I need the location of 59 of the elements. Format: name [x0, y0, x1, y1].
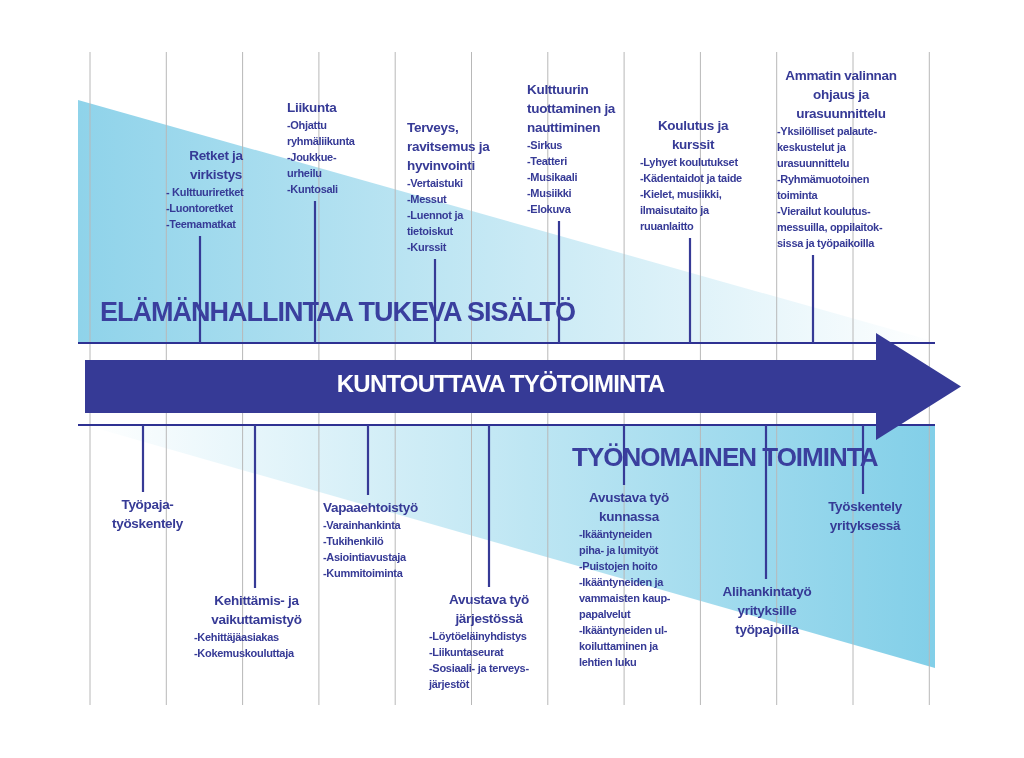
list-item: -Ohjattu ryhmäliikunta — [287, 118, 356, 149]
topic-heading: Ammatin valinnan ohjaus ja urasuunnittelu — [784, 67, 898, 123]
leader-line — [366, 425, 370, 495]
topic-heading: Kehittämis- ja vaikuttamistyö — [210, 592, 303, 629]
list-item: -Kielet, musiikki, ilmaisutaito ja ruuanlaitto — [640, 187, 723, 234]
list-item: -Lyhyet koulutukset — [640, 155, 739, 170]
leader-line — [253, 425, 257, 588]
leader-line — [487, 425, 491, 587]
list-item: -Musiikki — [527, 186, 573, 201]
list-item: -Messut — [407, 192, 448, 207]
list-item: -Ryhmämuotoinen toiminta — [777, 172, 871, 203]
list-item: -Ikääntyneiden ja vammaisten kaup- papalvelut — [579, 575, 672, 622]
leader-line — [141, 425, 145, 492]
topic-heading: Työpaja- työskentely — [111, 496, 184, 533]
topic-heading: Vapaaehtoistyö — [323, 499, 419, 517]
list-item: -Varainhankinta — [323, 518, 402, 533]
leader-line — [557, 221, 561, 343]
list-item: -Sirkus — [527, 138, 564, 153]
arrow-label: KUNTOUTTAVA TYÖTOIMINTA — [335, 370, 666, 398]
list-item: -Asiointiavustaja — [323, 550, 408, 565]
leader-line — [198, 236, 202, 343]
topic-heading: Avustava työ kunnassa — [588, 489, 670, 526]
list-item: -Musikaali — [527, 170, 579, 185]
list-item: -Puistojen hoito — [579, 559, 659, 574]
list-item: -Kurssit — [407, 240, 448, 255]
list-item: -Ikääntyneiden piha- ja lumityöt — [579, 527, 660, 558]
leader-line — [313, 201, 317, 343]
topic-heading: Työskentely yrityksessä — [827, 498, 903, 535]
timeline-arrow — [85, 333, 961, 440]
list-item: -Liikuntaseurat — [429, 645, 505, 660]
list-item: -Kädentaidot ja taide — [640, 171, 743, 186]
list-item: -Elokuva — [527, 202, 572, 217]
list-item: -Joukkue- urheilu — [287, 150, 338, 181]
topic-heading: Kulttuurin tuottaminen ja nauttiminen — [527, 81, 617, 137]
topic-heading: Terveys, ravitsemus ja hyvinvointi — [407, 119, 491, 175]
topic-heading: Avustava työ järjestössä — [448, 591, 530, 628]
topic-heading: Liikunta — [287, 99, 338, 117]
leader-line — [688, 238, 692, 343]
topic-heading: Alihankintatyö yrityksille työpajoilla — [721, 583, 813, 639]
list-item: -Kokemuskouluttaja — [194, 646, 296, 661]
topic-heading: Koulutus ja kurssit — [656, 117, 730, 154]
list-item: -Teatteri — [527, 154, 568, 169]
list-item: - Kulttuuriretket — [166, 185, 245, 200]
list-item: -Ikääntyneiden ul- koiluttaminen ja lehtien luku — [579, 623, 669, 670]
list-item: -Yksilölliset palaute- keskustelut ja urasuunnittelu — [777, 124, 878, 171]
list-item: -Tukihenkilö — [323, 534, 385, 549]
leader-line — [811, 255, 815, 343]
list-item: -Kehittäjäasiakas — [194, 630, 280, 645]
list-item: -Luennot ja tietoiskut — [407, 208, 465, 239]
list-item: -Vierailut koulutus- messuilla, oppilaitok- sissa ja työpaikoilla — [777, 204, 884, 251]
list-item: -Kuntosali — [287, 182, 339, 197]
list-item: -Löytöeläinyhdistys — [429, 629, 528, 644]
list-item: -Sosiaali- ja terveys- järjestöt — [429, 661, 530, 692]
topic-heading: Retket ja virkistys — [188, 147, 244, 184]
leader-line — [764, 425, 768, 579]
list-item: -Teemamatkat — [166, 217, 237, 232]
list-item: -Vertaistuki — [407, 176, 464, 191]
list-item: -Luontoretket — [166, 201, 234, 216]
list-item: -Kummitoiminta — [323, 566, 404, 581]
